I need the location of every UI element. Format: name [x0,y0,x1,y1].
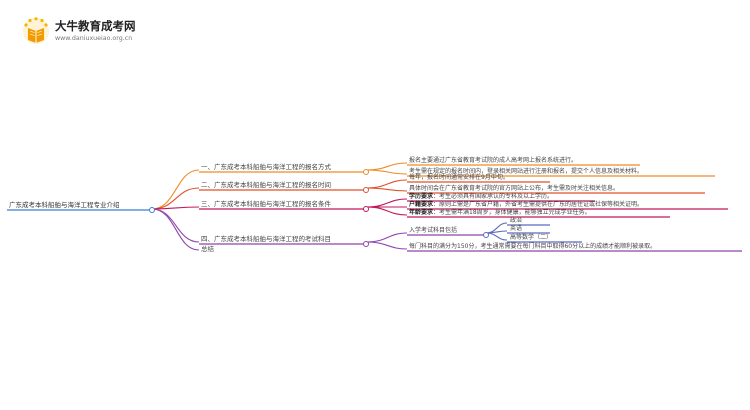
connector-root-method [151,169,200,210]
site-title: 大牛教育成考网 [55,19,136,33]
branch-requirements-collapse-toggle[interactable] [363,206,369,212]
root-collapse-toggle[interactable] [149,207,155,213]
connector-subjects-note [365,241,408,250]
connector-req-1 [365,198,408,208]
branch-requirements[interactable]: 三、广东成考本科船舶与海洋工程的报名条件 [201,199,332,208]
connector-time-detail-2 [365,187,408,192]
time-detail-1: 每年，报名时间通常安排在9月中旬。 [409,173,509,181]
subjects-list-collapse-toggle[interactable] [483,232,489,238]
branch-method[interactable]: 一、广东成考本科船舶与海洋工程的报名方式 [201,162,332,171]
method-detail-1: 报名主要通过广东省教育考试院的成人高考网上报名系统进行。 [409,156,577,164]
connector-req-3 [365,206,408,216]
req-education-title: 学历要求 [409,192,434,200]
subjects-note: 每门科目的满分为150分，考生通常需要在每门科目中取得60分以上的成绩才能顺利被… [409,242,656,250]
connector-method-detail-2 [365,169,408,175]
root-topic[interactable]: 广东成考本科船舶与海洋工程专业介绍 [9,200,120,209]
subject-english: 英语 [510,224,522,232]
connector-method-detail-1 [365,162,408,171]
connector-root-requirements [151,206,200,210]
connector-subject-3 [485,232,508,241]
branch-summary[interactable]: 总结 [201,244,215,253]
site-logo[interactable]: 大牛教育成考网 www.daniuxueiao.org.cn [20,16,136,50]
connector-root-summary [151,208,200,251]
connector-subjects-label [365,232,408,243]
req-education: 学历要求：考生必须具有国家承认的专科及以上学历。 [409,192,553,200]
connector-time-detail-1 [365,179,408,189]
subject-math: 高等数学（二） [510,233,552,241]
branch-subjects-collapse-toggle[interactable] [363,241,369,247]
book-logo-icon [23,17,49,44]
req-residency-text: ：原则上需是广东省户籍，外省考生需提供在广东的居住证或社保等相关证明。 [433,200,643,208]
req-age-title: 年龄要求 [409,208,434,216]
site-url: www.daniuxueiao.org.cn [55,35,133,42]
req-residency-title: 户籍要求 [409,200,434,208]
time-detail-2: 具体时间会在广东省教育考试院的官方网站上公布，考生需及时关注相关信息。 [409,184,619,192]
subjects-label[interactable]: 入学考试科目包括 [409,226,457,234]
req-age-text: ：考生需年满18周岁，身体健康，能够独立完成学业任务。 [433,208,591,216]
req-age: 年龄要求：考生需年满18周岁，身体健康，能够独立完成学业任务。 [409,208,591,216]
subject-politics: 政治 [510,216,522,224]
branch-method-collapse-toggle[interactable] [363,169,369,175]
branch-time[interactable]: 二、广东成考本科船舶与海洋工程的报名时间 [201,180,331,189]
connector-root-subjects [151,208,200,243]
req-education-text: ：考生必须具有国家承认的专科及以上学历。 [433,192,553,200]
req-residency: 户籍要求：原则上需是广东省户籍，外省考生需提供在广东的居住证或社保等相关证明。 [409,200,643,208]
connector-subject-2 [485,230,508,234]
method-detail-2: 考生需在规定的报名时间内，登录相关网站进行注册和报名，提交个人信息及相关材料。 [409,167,643,175]
branch-time-collapse-toggle[interactable] [363,187,369,193]
branch-subjects[interactable]: 四、广东成考本科船舶与海洋工程的考试科目 [201,234,331,243]
